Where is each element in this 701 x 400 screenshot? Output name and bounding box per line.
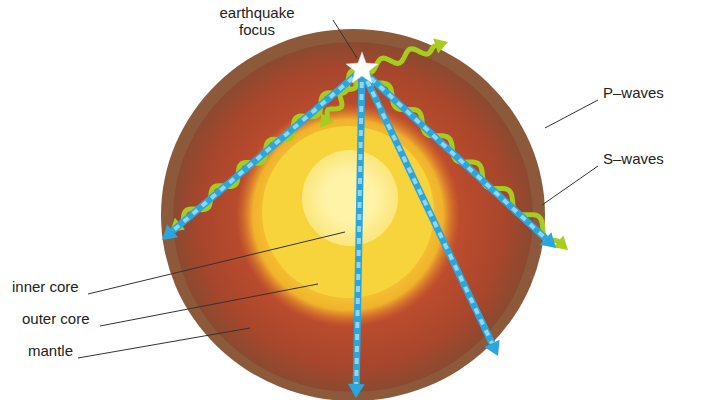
inner-core-shape — [302, 150, 398, 246]
p-wave-arrowhead — [348, 384, 365, 398]
leader-line — [542, 166, 598, 205]
p-wave-dash — [356, 70, 362, 384]
p-wave-dash — [362, 70, 492, 343]
focus-star — [346, 52, 378, 83]
leader-line — [88, 232, 345, 294]
p-wave-dash — [173, 70, 362, 231]
s-wave-arrow — [362, 70, 558, 241]
outer-core-fill — [262, 126, 434, 298]
p-wave-arrow — [173, 70, 362, 231]
leader-line — [545, 100, 598, 128]
inner-core-label: inner core — [12, 278, 79, 295]
leader-line — [100, 284, 318, 326]
s-waves-label: S–waves — [603, 150, 664, 167]
mantle-shape — [173, 42, 533, 392]
focus-label: earthquake focus — [212, 4, 302, 38]
s-wave-arrow — [362, 46, 434, 73]
crust — [161, 29, 545, 400]
outer-core-label: outer core — [22, 310, 90, 327]
leader-line — [333, 20, 357, 58]
p-wave-arrow — [356, 70, 362, 384]
mantle-label: mantle — [28, 342, 73, 359]
leader-line — [78, 328, 250, 358]
waves — [162, 39, 568, 398]
p-wave-arrow — [362, 70, 492, 343]
p-waves-label: P–waves — [603, 84, 664, 101]
p-wave-arrow — [362, 70, 546, 239]
p-wave-dash — [362, 70, 546, 239]
leader-lines — [78, 20, 598, 358]
